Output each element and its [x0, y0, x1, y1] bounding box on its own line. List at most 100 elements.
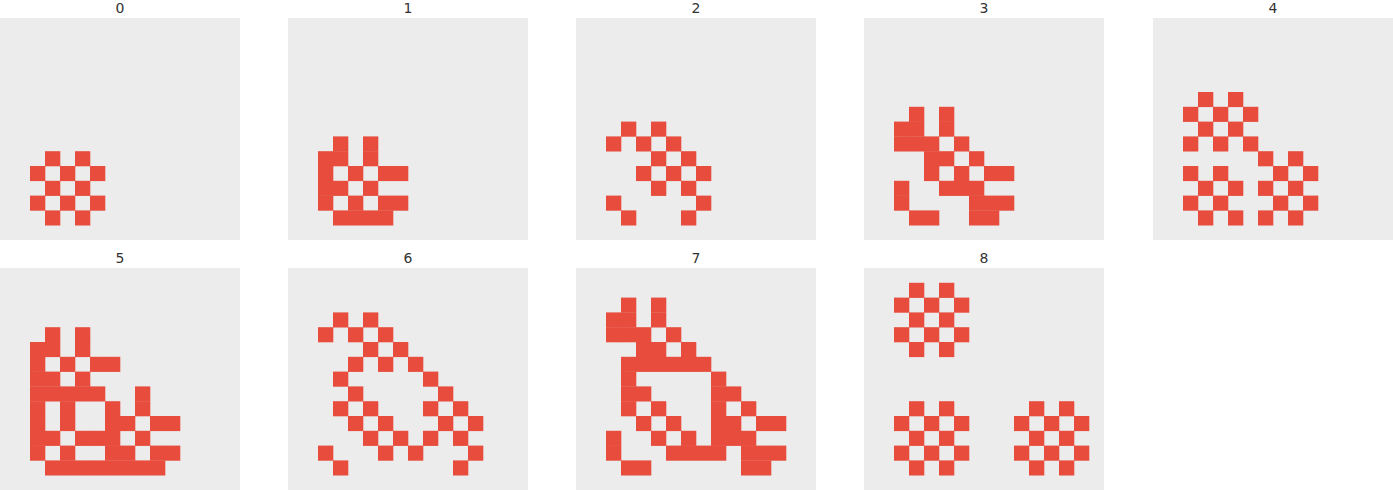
- live-cell: [909, 136, 924, 151]
- live-cell: [909, 312, 924, 327]
- live-cell: [894, 446, 909, 461]
- live-cell: [924, 136, 939, 151]
- live-cell: [30, 357, 45, 372]
- live-cell: [75, 210, 90, 225]
- live-cell: [894, 196, 909, 211]
- live-cell: [318, 151, 333, 166]
- panel-title: 7: [576, 250, 816, 266]
- live-cell: [318, 166, 333, 181]
- live-cell: [1228, 92, 1243, 107]
- live-cell: [894, 416, 909, 431]
- live-cell: [894, 327, 909, 342]
- live-cell: [30, 401, 45, 416]
- live-cell: [1198, 181, 1213, 196]
- live-cell: [939, 431, 954, 446]
- live-cell: [363, 401, 378, 416]
- live-cell: [1029, 431, 1044, 446]
- live-cell: [318, 196, 333, 211]
- live-cell: [651, 401, 666, 416]
- live-cell: [438, 386, 453, 401]
- live-cell: [348, 357, 363, 372]
- live-cell: [75, 386, 90, 401]
- live-cell: [696, 357, 711, 372]
- live-cell: [1198, 122, 1213, 137]
- live-cell: [1198, 210, 1213, 225]
- live-cell: [606, 327, 621, 342]
- live-cell: [666, 136, 681, 151]
- live-cell: [621, 312, 636, 327]
- live-cell: [741, 460, 756, 475]
- live-cell: [1059, 401, 1074, 416]
- cell-grid: [288, 18, 528, 240]
- grid-panel: [864, 18, 1104, 240]
- live-cell: [1014, 446, 1029, 461]
- live-cell: [711, 401, 726, 416]
- live-cell: [909, 342, 924, 357]
- live-cell: [741, 431, 756, 446]
- live-cell: [45, 460, 60, 475]
- live-cell: [1213, 166, 1228, 181]
- live-cell: [681, 342, 696, 357]
- panel-title: 0: [0, 0, 240, 16]
- live-cell: [636, 460, 651, 475]
- live-cell: [60, 357, 75, 372]
- live-cell: [696, 196, 711, 211]
- live-cell: [711, 386, 726, 401]
- live-cell: [636, 327, 651, 342]
- live-cell: [621, 460, 636, 475]
- live-cell: [165, 416, 180, 431]
- live-cell: [30, 386, 45, 401]
- live-cell: [468, 416, 483, 431]
- grid-background: [1153, 18, 1393, 240]
- live-cell: [135, 401, 150, 416]
- live-cell: [909, 107, 924, 122]
- live-cell: [453, 401, 468, 416]
- live-cell: [636, 416, 651, 431]
- live-cell: [75, 151, 90, 166]
- live-cell: [636, 166, 651, 181]
- live-cell: [90, 166, 105, 181]
- live-cell: [969, 151, 984, 166]
- live-cell: [1228, 181, 1243, 196]
- live-cell: [939, 312, 954, 327]
- live-cell: [1074, 416, 1089, 431]
- live-cell: [1228, 122, 1243, 137]
- live-cell: [378, 196, 393, 211]
- live-cell: [606, 431, 621, 446]
- live-cell: [606, 446, 621, 461]
- panel-title: 6: [288, 250, 528, 266]
- live-cell: [771, 446, 786, 461]
- live-cell: [651, 298, 666, 313]
- live-cell: [363, 181, 378, 196]
- live-cell: [939, 342, 954, 357]
- live-cell: [894, 122, 909, 137]
- live-cell: [150, 416, 165, 431]
- live-cell: [741, 446, 756, 461]
- live-cell: [1228, 210, 1243, 225]
- live-cell: [1059, 431, 1074, 446]
- live-cell: [438, 416, 453, 431]
- live-cell: [606, 312, 621, 327]
- live-cell: [363, 210, 378, 225]
- live-cell: [318, 446, 333, 461]
- live-cell: [348, 210, 363, 225]
- live-cell: [120, 416, 135, 431]
- live-cell: [621, 298, 636, 313]
- live-cell: [318, 327, 333, 342]
- live-cell: [333, 136, 348, 151]
- live-cell: [1258, 151, 1273, 166]
- live-cell: [363, 431, 378, 446]
- live-cell: [1029, 460, 1044, 475]
- live-cell: [45, 386, 60, 401]
- live-cell: [1258, 210, 1273, 225]
- live-cell: [1213, 136, 1228, 151]
- live-cell: [666, 446, 681, 461]
- grid-panel: [576, 18, 816, 240]
- live-cell: [333, 312, 348, 327]
- live-cell: [363, 136, 378, 151]
- live-cell: [378, 166, 393, 181]
- cell-grid: [0, 268, 240, 490]
- live-cell: [348, 386, 363, 401]
- live-cell: [393, 342, 408, 357]
- live-cell: [135, 460, 150, 475]
